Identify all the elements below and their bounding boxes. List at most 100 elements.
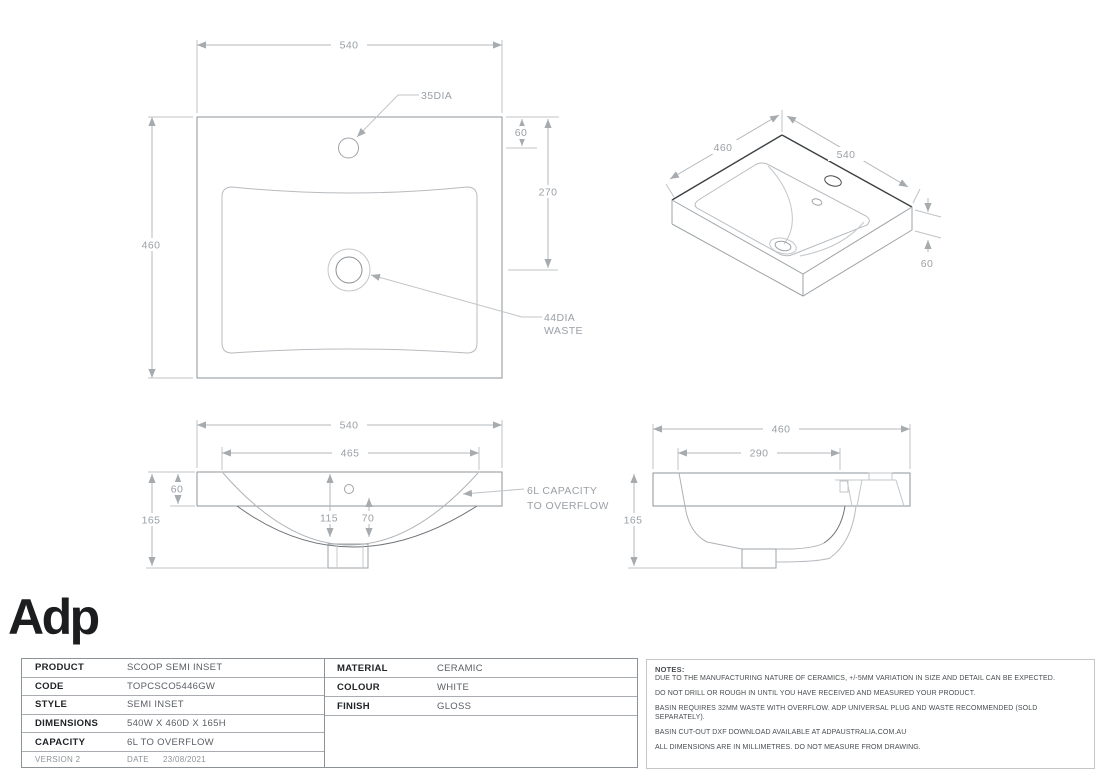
side-view: 460 290 165 bbox=[615, 422, 911, 569]
side-height-dim-label: 165 bbox=[624, 515, 643, 527]
spec-label: CAPACITY bbox=[35, 736, 86, 748]
iso-back-curve bbox=[799, 221, 865, 257]
front-rim-height-dim-label: 60 bbox=[171, 484, 183, 496]
date-value: 23/08/2021 bbox=[162, 754, 206, 764]
colour-row: COLOUR WHITE bbox=[325, 678, 637, 697]
spec-row-capacity: CAPACITY 6L TO OVERFLOW bbox=[22, 732, 324, 751]
plan-view: 540 460 60 270 35DIA 44DIA WASTE bbox=[133, 38, 583, 379]
plan-waste-hole bbox=[335, 256, 363, 284]
plan-tap-offset-dim-label: 60 bbox=[515, 127, 527, 139]
front-depth115-dim-label: 115 bbox=[320, 513, 338, 525]
spec-label: PRODUCT bbox=[35, 662, 85, 674]
front-rim-outline bbox=[196, 471, 503, 507]
front-waste-pipe-walls bbox=[336, 544, 364, 568]
finish-value: GLOSS bbox=[437, 700, 472, 712]
front-waste-pipe bbox=[327, 543, 369, 569]
spec-value: SCOOP SEMI INSET bbox=[127, 662, 223, 674]
spec-value: TOPCSCO5446GW bbox=[127, 680, 216, 692]
side-rim-outline bbox=[652, 472, 911, 507]
iso-scoop-curve bbox=[767, 165, 793, 245]
plan-waste-offset-dim-label: 270 bbox=[539, 187, 558, 199]
plan-dimension-lines bbox=[148, 41, 552, 378]
tap-diameter-label: 35DIA bbox=[421, 90, 452, 102]
date-cell: DATE 23/08/2021 bbox=[127, 755, 206, 764]
side-inner-depth-dim-label: 290 bbox=[750, 448, 769, 460]
iso-overflow-hole bbox=[811, 198, 823, 206]
finish-label: FINISH bbox=[337, 700, 370, 712]
note-item: ALL DIMENSIONS ARE IN MILLIMETRES. DO NO… bbox=[655, 743, 921, 751]
plan-basin-outline bbox=[196, 116, 503, 379]
tap-leader-line bbox=[356, 94, 419, 138]
iso-dimension-lines bbox=[669, 114, 932, 252]
date-label: DATE bbox=[127, 754, 149, 764]
plan-width-dim-label: 540 bbox=[340, 40, 359, 52]
spec-value: 540W X 460D X 165H bbox=[127, 718, 226, 730]
iso-inner-bowl-outline bbox=[694, 162, 870, 257]
iso-view: 460 540 60 bbox=[665, 110, 942, 297]
plan-depth-dim-label: 460 bbox=[142, 240, 161, 252]
side-bowl-bottom bbox=[776, 542, 825, 550]
plan-inner-bowl-outline bbox=[221, 186, 478, 354]
material-label: MATERIAL bbox=[337, 662, 388, 674]
waste-diameter-label-line2: WASTE bbox=[544, 325, 583, 337]
plan-extension-lines bbox=[148, 40, 559, 379]
front-bowl-outer-curve bbox=[236, 505, 478, 548]
spec-table: PRODUCT SCOOP SEMI INSET CODE TOPCSCO544… bbox=[21, 658, 325, 768]
note-item: BASIN CUT-OUT DXF DOWNLOAD AVAILABLE AT … bbox=[655, 728, 907, 736]
materials-table: MATERIAL CERAMIC COLOUR WHITE FINISH GLO… bbox=[324, 658, 638, 768]
iso-depth-dim-label: 460 bbox=[714, 142, 733, 154]
iso-height-dim-label: 60 bbox=[921, 258, 933, 270]
version-label: VERSION 2 bbox=[35, 754, 81, 764]
note-item: DO NOT DRILL OR ROUGH IN UNTIL YOU HAVE … bbox=[655, 690, 976, 697]
spec-label: CODE bbox=[35, 680, 64, 692]
front-height-dim-label: 165 bbox=[142, 515, 161, 527]
plan-tap-hole bbox=[338, 137, 359, 159]
finish-row: FINISH GLOSS bbox=[325, 697, 637, 716]
iso-extension-lines bbox=[665, 110, 942, 239]
spec-row-code: CODE TOPCSCO5446GW bbox=[22, 676, 324, 696]
note-item: DUE TO THE MANUFACTURING NATURE OF CERAM… bbox=[655, 675, 1056, 682]
side-right-inner-wall bbox=[823, 505, 846, 544]
capacity-leader-line bbox=[462, 488, 525, 497]
front-extension-lines bbox=[146, 420, 503, 569]
front-width-dim-label: 540 bbox=[340, 420, 359, 432]
spec-label: STYLE bbox=[35, 699, 68, 711]
side-extension-lines bbox=[628, 424, 911, 569]
plan-waste-recess bbox=[327, 248, 371, 292]
spec-value: 6L TO OVERFLOW bbox=[127, 736, 214, 748]
note-item: BASIN REQUIRES 32MM WASTE WITH OVERFLOW.… bbox=[655, 705, 1038, 721]
front-tap-hole bbox=[344, 484, 354, 494]
spec-label: DIMENSIONS bbox=[35, 718, 99, 730]
adp-logo: Adp bbox=[8, 589, 100, 645]
front-view: 540 465 60 165 115 70 6L CAPACITY TO OVE… bbox=[133, 418, 609, 569]
waste-diameter-label-line1: 44DIA bbox=[544, 312, 575, 324]
side-backwall-detail bbox=[835, 472, 905, 507]
front-depth70-dim-label: 70 bbox=[362, 513, 374, 525]
side-left-wall bbox=[678, 472, 743, 550]
iso-tap-hole bbox=[824, 175, 842, 187]
notes-panel: NOTES: DUE TO THE MANUFACTURING NATURE O… bbox=[646, 659, 1095, 769]
side-waste-pipe bbox=[741, 548, 777, 569]
iso-waste-recess bbox=[769, 237, 797, 255]
capacity-note-line1: 6L CAPACITY bbox=[527, 485, 597, 497]
iso-width-dim-label: 540 bbox=[837, 149, 856, 161]
front-bowl-inner-curve bbox=[222, 472, 479, 546]
side-depth-dim-label: 460 bbox=[772, 424, 791, 436]
spec-row-dimensions: DIMENSIONS 540W X 460D X 165H bbox=[22, 713, 324, 733]
iso-waste-hole bbox=[774, 240, 792, 252]
colour-value: WHITE bbox=[437, 681, 470, 693]
spec-value: SEMI INSET bbox=[127, 699, 184, 711]
technical-drawing: 540 460 60 270 35DIA 44DIA WASTE bbox=[133, 38, 942, 569]
colour-label: COLOUR bbox=[337, 681, 380, 693]
iso-slab-edges bbox=[671, 200, 913, 297]
side-right-outer-wall bbox=[775, 505, 857, 563]
spec-row-product: PRODUCT SCOOP SEMI INSET bbox=[22, 659, 324, 677]
material-row: MATERIAL CERAMIC bbox=[325, 659, 637, 678]
capacity-note-line2: TO OVERFLOW bbox=[527, 500, 609, 512]
spec-row-style: STYLE SEMI INSET bbox=[22, 695, 324, 714]
notes-title: NOTES: bbox=[655, 665, 685, 674]
front-inner-width-dim-label: 465 bbox=[341, 448, 360, 460]
iso-top-right-edge bbox=[781, 134, 913, 208]
material-value: CERAMIC bbox=[437, 662, 483, 674]
